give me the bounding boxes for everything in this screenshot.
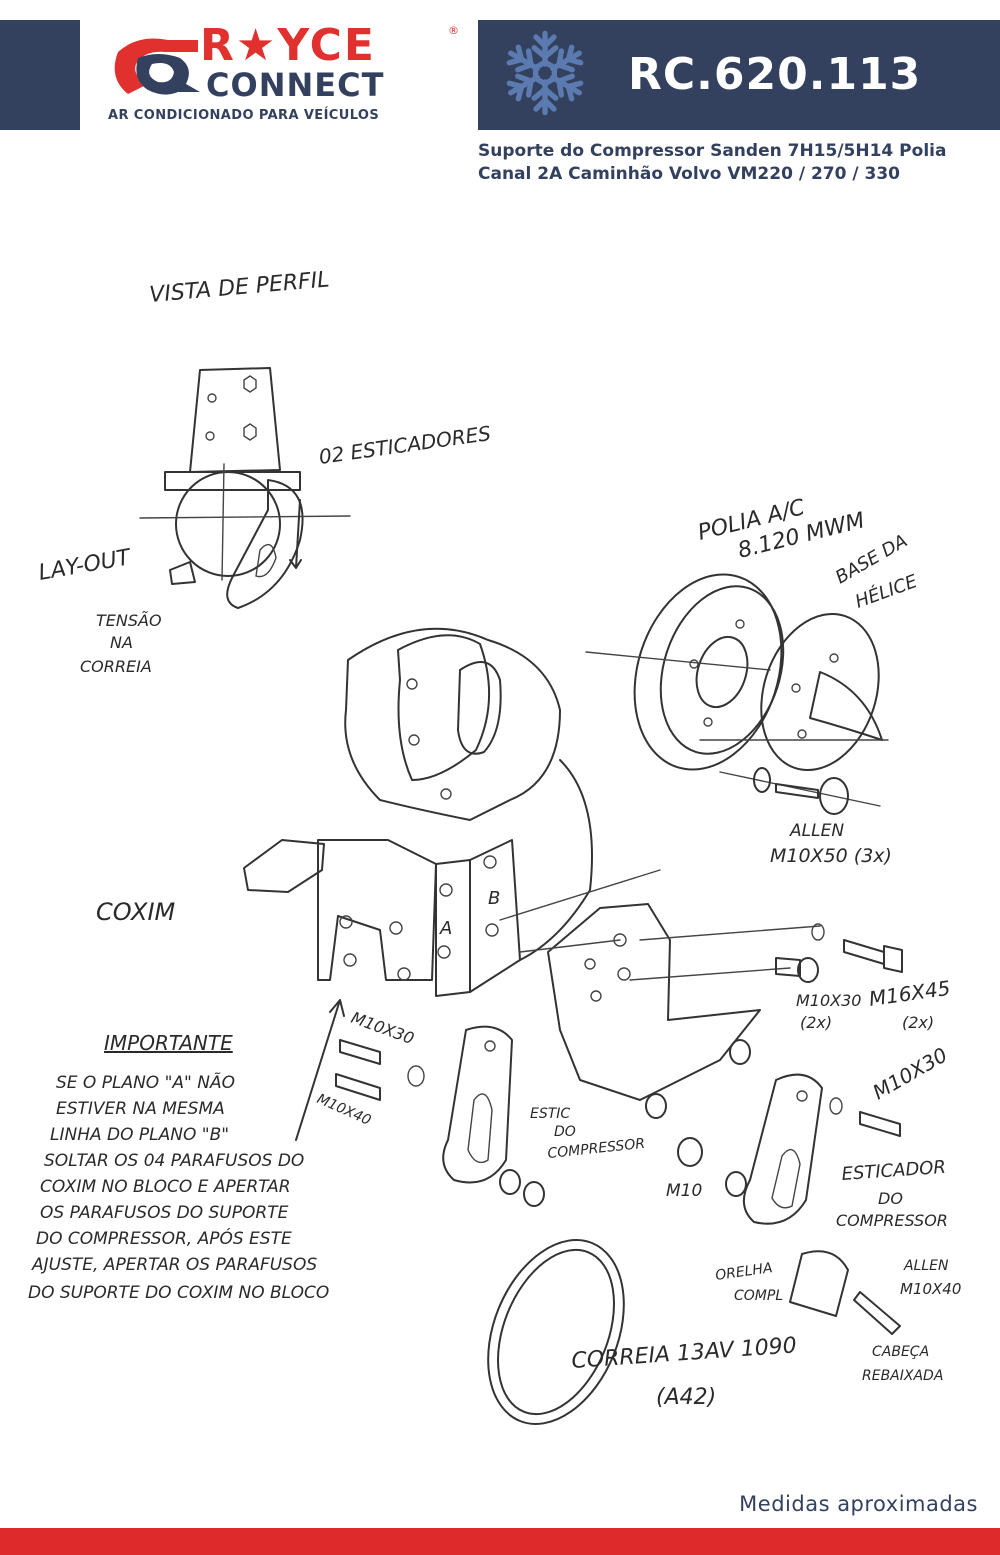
belt-sketch (487, 1239, 625, 1425)
pulley-sketch (585, 573, 889, 815)
label-m10x30-b: M10X30 (869, 1043, 952, 1105)
technical-sketch: VISTA DE PERFIL 02 ESTICADORES LAY-OUT T… (28, 267, 961, 1425)
label-plano-b: B (488, 888, 500, 909)
bolt-sketches (335, 923, 903, 1335)
label-esticadores: 02 ESTICADORES (317, 421, 492, 469)
label-m10x30-2x: M10X30 (796, 991, 861, 1010)
label-tensao-1: TENSÃO (96, 611, 162, 630)
description-line-1: Suporte do Compressor Sanden 7H15/5H14 P… (478, 141, 947, 161)
important-note-line: SE O PLANO "A" NÃO (56, 1071, 235, 1093)
important-note-body: SE O PLANO "A" NÃO ESTIVER NA MESMA LINH… (28, 1071, 329, 1303)
tensioner-sketches (442, 1025, 849, 1317)
label-estic-comp-2: DO (554, 1124, 576, 1140)
footer-bar (0, 1528, 1000, 1555)
label-tensao-3: CORREIA (80, 657, 152, 676)
important-note-line: DO COMPRESSOR, APÓS ESTE (36, 1227, 292, 1249)
label-cabeca-2: REBAIXADA (862, 1368, 943, 1384)
header-left-block (0, 20, 80, 130)
registered-mark: ® (448, 24, 459, 37)
important-note-line: DO SUPORTE DO COXIM NO BLOCO (28, 1283, 329, 1303)
side-view-sketch (139, 367, 351, 609)
label-tensao-2: NA (110, 633, 133, 652)
footer-note: Medidas aproximadas (739, 1492, 978, 1516)
important-note-line: LINHA DO PLANO "B" (50, 1125, 229, 1145)
label-estic-comp-1: ESTIC (530, 1106, 570, 1122)
label-qty-2x-b: (2x) (902, 1013, 934, 1032)
brand-name-top: R★YCE (200, 20, 376, 71)
label-plano-a: A (439, 918, 452, 939)
coxim-bracket-sketch (243, 839, 521, 997)
label-allen-2: M10X50 (3x) (770, 845, 892, 867)
label-esticador-2: DO (878, 1189, 903, 1208)
label-esticador-1: ESTICADOR (841, 1157, 947, 1185)
label-allen-b-1: ALLEN (903, 1258, 949, 1274)
important-note-line: SOLTAR OS 04 PARAFUSOS DO (44, 1151, 304, 1171)
label-cabeca-1: CABEÇA (872, 1344, 929, 1360)
description-line-2: Canal 2A Caminhão Volvo VM220 / 270 / 33… (478, 164, 900, 184)
label-m16x45: M16X45 (867, 976, 951, 1011)
compressor-support-sketch (499, 869, 821, 1119)
label-coxim: COXIM (96, 898, 176, 926)
brand-name-bottom: CONNECT (206, 68, 384, 102)
label-m10x30-a: M10X30 (349, 1008, 417, 1048)
label-layout: LAY-OUT (37, 545, 134, 586)
important-note-line: COXIM NO BLOCO E APERTAR (40, 1177, 291, 1197)
product-code: RC.620.113 (628, 49, 922, 100)
important-note-line: ESTIVER NA MESMA (56, 1099, 225, 1119)
brand-name-bottom-text: CONNECT (206, 66, 385, 104)
snowflake-icon (500, 30, 590, 118)
product-code-banner: RC.620.113 (478, 20, 1000, 130)
important-note-title: IMPORTANTE (104, 1031, 233, 1055)
label-correia-1: CORREIA 13AV 1090 (571, 1333, 798, 1374)
label-m10x40: M10X40 (314, 1091, 373, 1129)
label-vista-perfil: VISTA DE PERFIL (148, 267, 330, 308)
engine-block-sketch (344, 627, 593, 961)
brand-tagline: AR CONDICIONADO PARA VEÍCULOS (108, 108, 380, 123)
label-m10: M10 (666, 1181, 702, 1201)
label-qty-2x-a: (2x) (800, 1013, 832, 1032)
important-note-line: OS PARAFUSOS DO SUPORTE (40, 1203, 289, 1223)
label-orelha-2: COMPL (734, 1288, 783, 1304)
important-note-line: AJUSTE, APERTAR OS PARAFUSOS (31, 1255, 317, 1275)
label-orelha-1: ORELHA (714, 1260, 773, 1284)
brand-logo: R★YCE ® CONNECT AR CONDICIONADO PARA VEÍ… (108, 20, 459, 130)
logo-mark-icon (114, 38, 200, 95)
label-esticador-3: COMPRESSOR (836, 1211, 948, 1230)
note-arrow (295, 999, 345, 1141)
label-allen-1: ALLEN (789, 821, 844, 841)
belt-inner-sketch (497, 1248, 615, 1416)
label-correia-2: (A42) (656, 1385, 716, 1410)
label-allen-b-2: M10X40 (900, 1280, 961, 1298)
product-description: Suporte do Compressor Sanden 7H15/5H14 P… (478, 140, 998, 186)
